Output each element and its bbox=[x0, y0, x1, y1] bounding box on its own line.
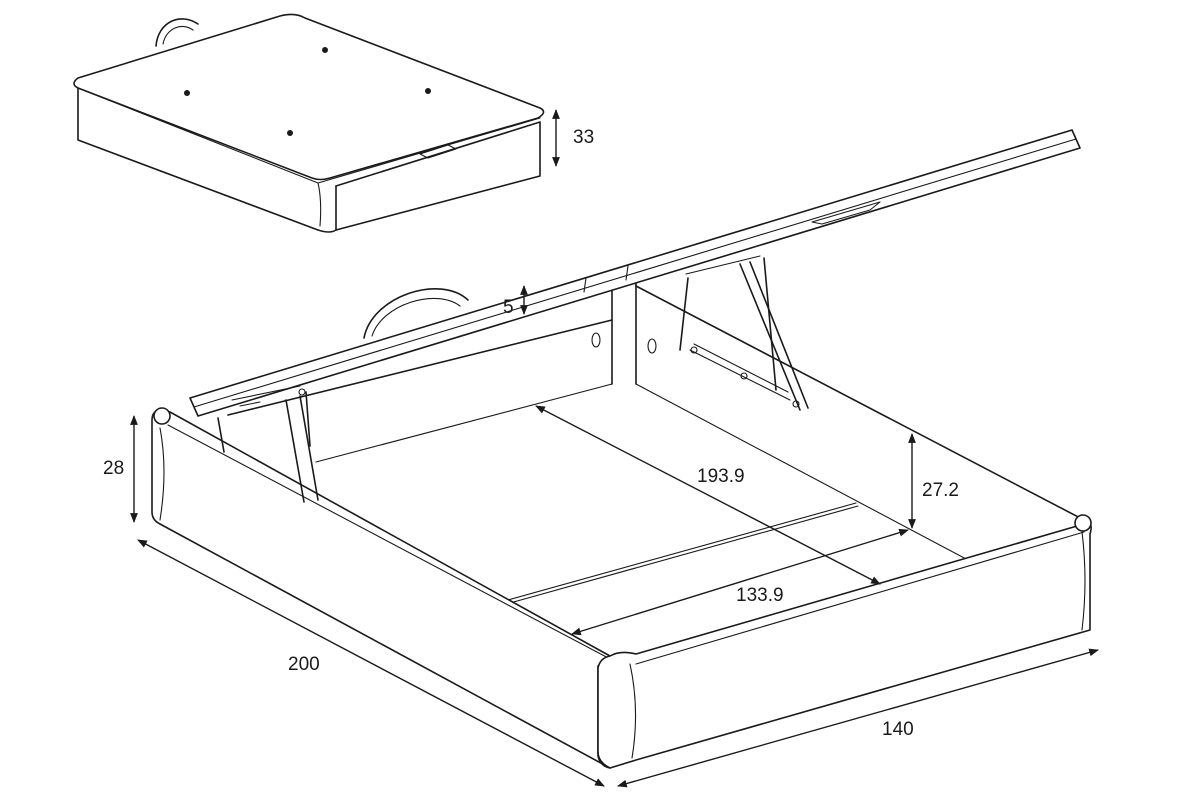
dim-label-frame-height: 28 bbox=[103, 458, 124, 479]
lid-fix-point bbox=[184, 90, 190, 96]
lid-handle bbox=[155, 18, 199, 47]
floor-slat bbox=[507, 502, 857, 601]
bed-frame bbox=[151, 281, 1092, 769]
dim-label-lid-thickness: 33 bbox=[573, 127, 594, 148]
post-hole bbox=[591, 332, 601, 348]
dim-label-inner-depth: 27.2 bbox=[922, 480, 959, 501]
frame-right-corner bbox=[1081, 531, 1086, 631]
frame-handle bbox=[363, 288, 469, 339]
raised-lid-seam bbox=[583, 265, 629, 293]
lid-corner bbox=[317, 182, 322, 227]
lid-grip bbox=[419, 144, 457, 159]
dim-label-inner-length: 193.9 bbox=[697, 466, 745, 487]
lid-fix-point bbox=[322, 47, 328, 53]
dim-line-outer-length bbox=[137, 539, 605, 787]
frame-side-panel bbox=[151, 409, 611, 769]
dim-label-inner-width: 133.9 bbox=[736, 585, 784, 606]
floor-slat bbox=[509, 505, 859, 604]
frame-back-wall-right-floor bbox=[635, 383, 969, 561]
frame-back-wall-left bbox=[227, 319, 613, 416]
frame-side-corner bbox=[159, 427, 165, 521]
frame-end-panel bbox=[597, 522, 1092, 769]
back-post bbox=[611, 281, 637, 385]
frame-handle-inner bbox=[371, 297, 461, 337]
frame-back-wall-left-floor bbox=[315, 383, 613, 463]
lid-fix-point bbox=[287, 130, 293, 136]
dim-label-lid-gap: 5 bbox=[503, 297, 514, 318]
raised-lid-grip bbox=[811, 201, 881, 225]
lift-mechanism-right bbox=[679, 255, 809, 411]
post-hole bbox=[647, 338, 657, 354]
lid-handle-inner bbox=[162, 26, 194, 45]
lid-top bbox=[73, 13, 545, 181]
lid-right-side bbox=[335, 121, 541, 231]
lift-mechanism-left bbox=[217, 385, 319, 503]
detached-lid bbox=[73, 13, 545, 233]
raised-lid-edge bbox=[193, 138, 1077, 408]
dim-label-outer-length: 200 bbox=[288, 654, 320, 675]
dim-line-inner-length bbox=[535, 405, 881, 585]
frame-corner-cap bbox=[153, 407, 171, 425]
dim-label-outer-width: 140 bbox=[882, 719, 914, 740]
frame-back-wall-right bbox=[635, 285, 1085, 521]
raised-lid bbox=[189, 129, 1081, 417]
dim-line-inner-width bbox=[571, 528, 909, 636]
lid-fix-point bbox=[425, 88, 431, 94]
frame-corner-cap bbox=[1074, 514, 1092, 532]
dim-line-outer-width bbox=[617, 648, 1099, 788]
